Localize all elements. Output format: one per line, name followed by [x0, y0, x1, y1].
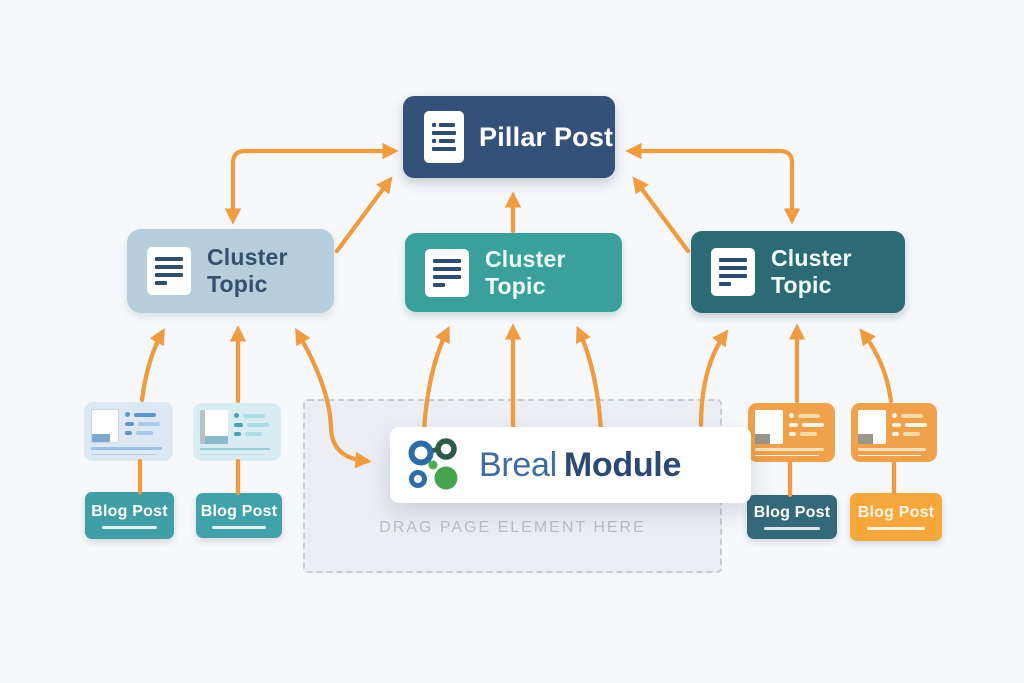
blog-post-label: Blog Post [91, 502, 168, 520]
underline-rule [764, 527, 820, 530]
underline-rule [212, 525, 266, 529]
page-thumbnail-icon [200, 410, 228, 444]
blog-post-label: Blog Post [753, 504, 831, 521]
brand-name: Breal [479, 445, 557, 484]
cluster-topic-label: Cluster Topic [485, 245, 566, 299]
arrow-blog4-to-cluster3 [859, 328, 894, 404]
blog-post-node-3: Blog Post [747, 495, 837, 539]
cluster-topic-node-2: Cluster Topic [405, 233, 622, 312]
text-lines-icon [711, 248, 755, 296]
article-preview-card [84, 402, 173, 461]
text-lines-icon [147, 247, 191, 295]
cluster-topic-label: Cluster Topic [771, 245, 852, 298]
underline-rule [101, 525, 158, 529]
page-thumbnail-icon [755, 410, 783, 444]
cluster-topic-node-3: Cluster Topic [691, 231, 905, 313]
pillar-post-label: Pillar Post [479, 121, 614, 152]
blog-post-node-2: Blog Post [196, 493, 282, 538]
article-icon [424, 111, 464, 163]
arrow-blog1-to-cluster1 [139, 328, 165, 403]
text-lines-icon [425, 248, 469, 297]
article-preview-card [193, 403, 281, 461]
pillar-post-node: Pillar Post [403, 96, 615, 178]
arrow-pillar-cluster3-elbow [625, 142, 801, 225]
underline-rule [867, 527, 925, 530]
blog-post-label: Blog Post [857, 504, 935, 521]
article-preview-card [748, 403, 835, 462]
dropzone-hint-text: DRAG PAGE ELEMENT HERE [379, 519, 646, 536]
arrow-pillar-cluster1-elbow [224, 142, 399, 225]
article-preview-card [851, 403, 937, 462]
cluster-topic-node-1: Cluster Topic [127, 229, 334, 313]
blog-post-node-1: Blog Post [85, 492, 174, 539]
arrow-cluster3-to-pillar-diagonal [632, 176, 691, 254]
blog-post-label: Blog Post [200, 502, 278, 520]
product-name: Module [563, 445, 682, 484]
cluster-topic-label: Cluster Topic [207, 244, 288, 297]
page-thumbnail-icon [858, 410, 886, 444]
blog-post-node-4: Blog Post [850, 493, 942, 541]
page-thumbnail-icon [91, 409, 119, 443]
linked-circles-logo-icon [408, 438, 458, 490]
arrow-cluster1-to-pillar-diagonal [334, 176, 393, 254]
